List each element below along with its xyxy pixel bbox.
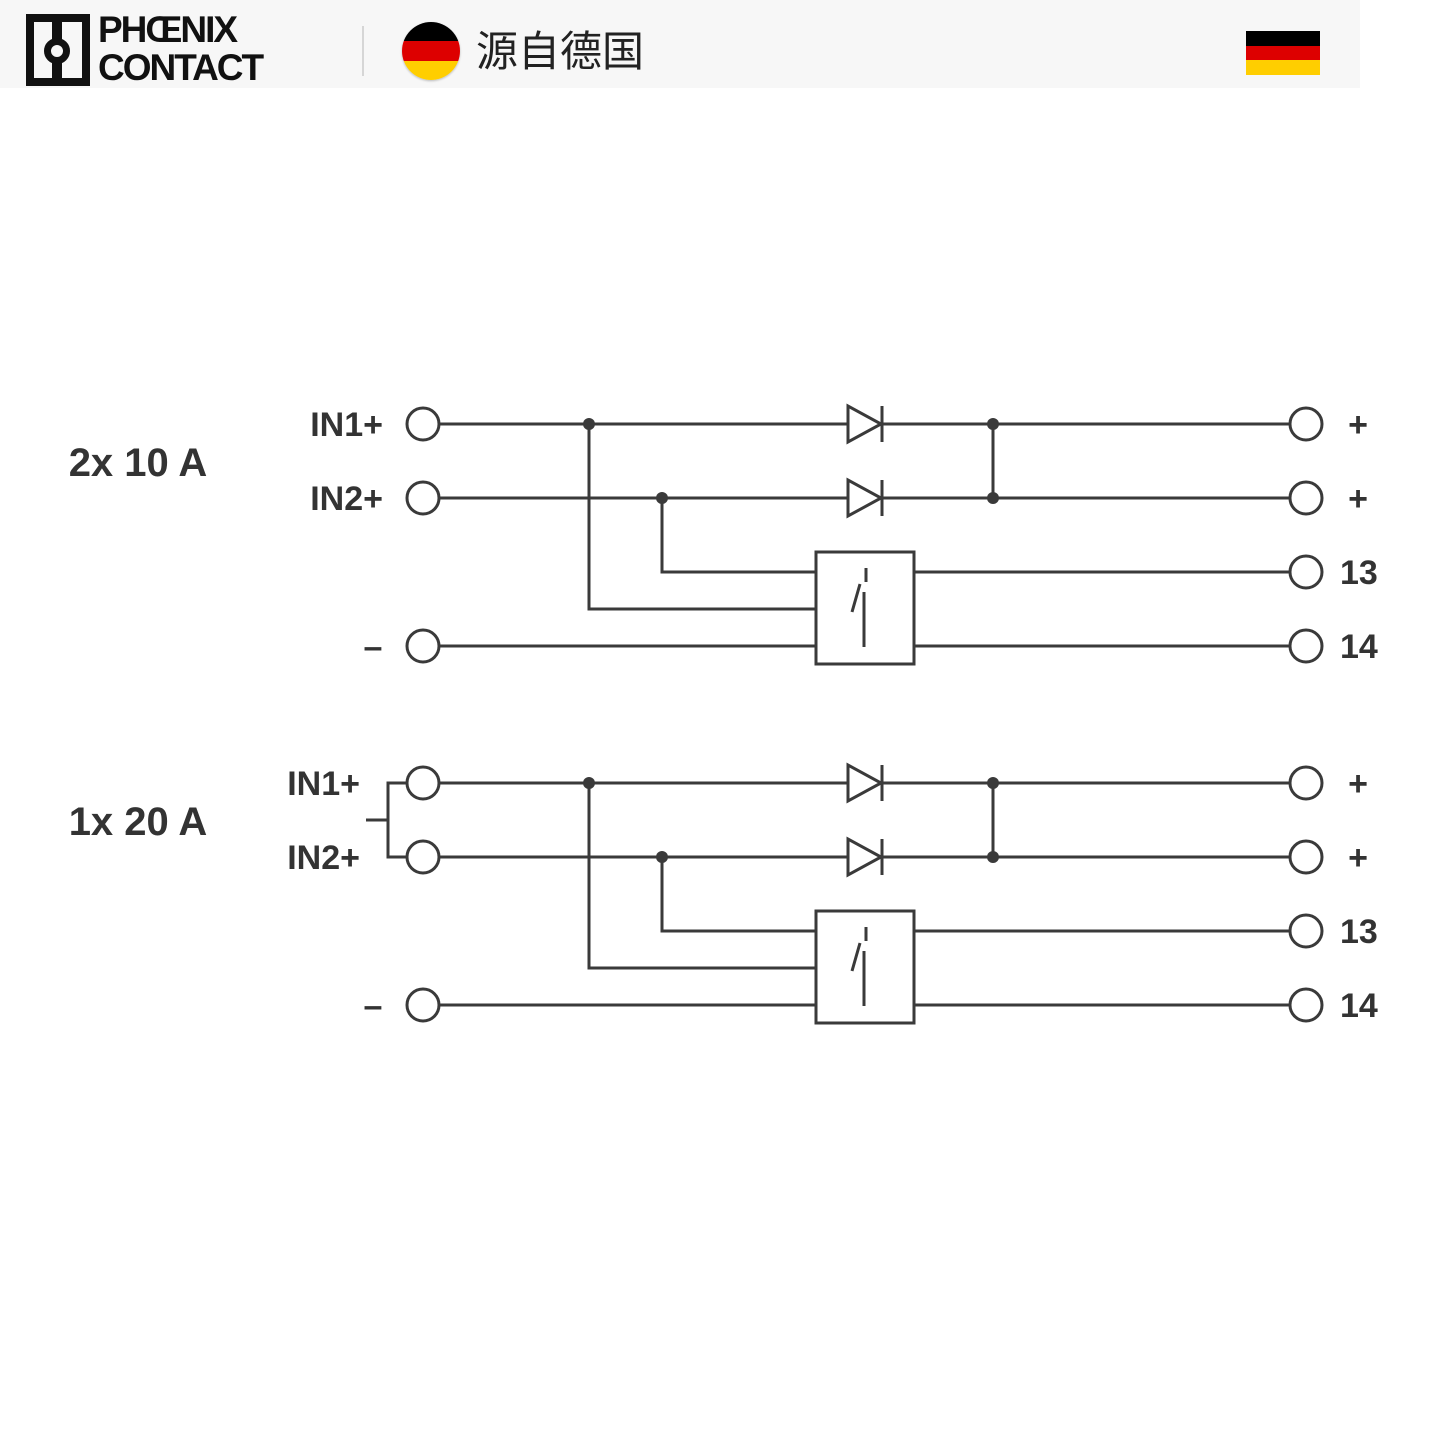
diode-2 — [846, 477, 885, 519]
output-label: 13 — [1340, 913, 1378, 951]
german-flag-icon — [1246, 31, 1320, 75]
terminal-output — [1288, 913, 1324, 949]
switch-blade — [850, 583, 862, 613]
phoenix-contact-logo: PHŒNIX CONTACT — [26, 9, 316, 88]
junction-node — [583, 777, 595, 789]
terminal-minus — [405, 628, 441, 664]
junction-node — [987, 777, 999, 789]
input-label-in1: IN1+ — [310, 406, 383, 444]
terminal-in2 — [405, 839, 441, 875]
junction-node — [987, 492, 999, 504]
output-label: + — [1348, 765, 1368, 803]
terminal-output — [1288, 406, 1324, 442]
input-bridge — [386, 781, 406, 859]
terminal-minus — [405, 987, 441, 1023]
diode-1 — [846, 403, 885, 445]
output-label: + — [1348, 480, 1368, 518]
terminal-output — [1288, 628, 1324, 664]
terminal-output — [1288, 554, 1324, 590]
diode-1 — [846, 762, 885, 804]
junction-node — [656, 851, 668, 863]
diode-triangle — [846, 403, 885, 445]
origin-text: 源自德国 — [476, 27, 645, 76]
terminal-output — [1288, 987, 1324, 1023]
brand-line-1: PHŒNIX — [98, 9, 238, 50]
diode-triangle — [846, 762, 885, 804]
terminal-output — [1288, 765, 1324, 801]
logo-mark-icon — [26, 14, 90, 86]
signal-wire-in2 — [660, 857, 816, 933]
input-label-in1: IN1+ — [287, 765, 360, 803]
terminal-output — [1288, 839, 1324, 875]
switch-blade — [850, 942, 862, 972]
relay-switch-icon — [850, 927, 868, 1006]
terminal-in1 — [405, 406, 441, 442]
minus-label: – — [364, 987, 383, 1025]
relay-switch-icon — [850, 568, 868, 647]
german-flag-circle-icon — [402, 22, 460, 80]
section-title: 1x 20 A — [69, 800, 208, 844]
output-label: + — [1348, 839, 1368, 877]
junction-node — [583, 418, 595, 430]
output-label: 13 — [1340, 554, 1378, 592]
output-label: + — [1348, 406, 1368, 444]
input-label-in2: IN2+ — [310, 480, 383, 518]
brand-line-2: CONTACT — [98, 47, 264, 88]
output-label: 14 — [1340, 987, 1378, 1025]
diode-triangle — [846, 477, 885, 519]
junction-node — [987, 851, 999, 863]
diode-2 — [846, 836, 885, 878]
header-bar: PHŒNIX CONTACT 源自德国 — [0, 0, 1360, 88]
header-divider — [362, 26, 364, 76]
diode-triangle — [846, 836, 885, 878]
signal-wire-in1 — [587, 424, 816, 611]
input-label-in2: IN2+ — [287, 839, 360, 877]
section-title: 2x 10 A — [69, 441, 208, 485]
junction-node — [656, 492, 668, 504]
output-label: 14 — [1340, 628, 1378, 666]
terminal-in2 — [405, 480, 441, 516]
terminal-output — [1288, 480, 1324, 516]
minus-label: – — [364, 628, 383, 666]
terminal-in1 — [405, 765, 441, 801]
junction-node — [987, 418, 999, 430]
signal-wire-in1 — [587, 783, 816, 970]
signal-wire-in2 — [660, 498, 816, 574]
